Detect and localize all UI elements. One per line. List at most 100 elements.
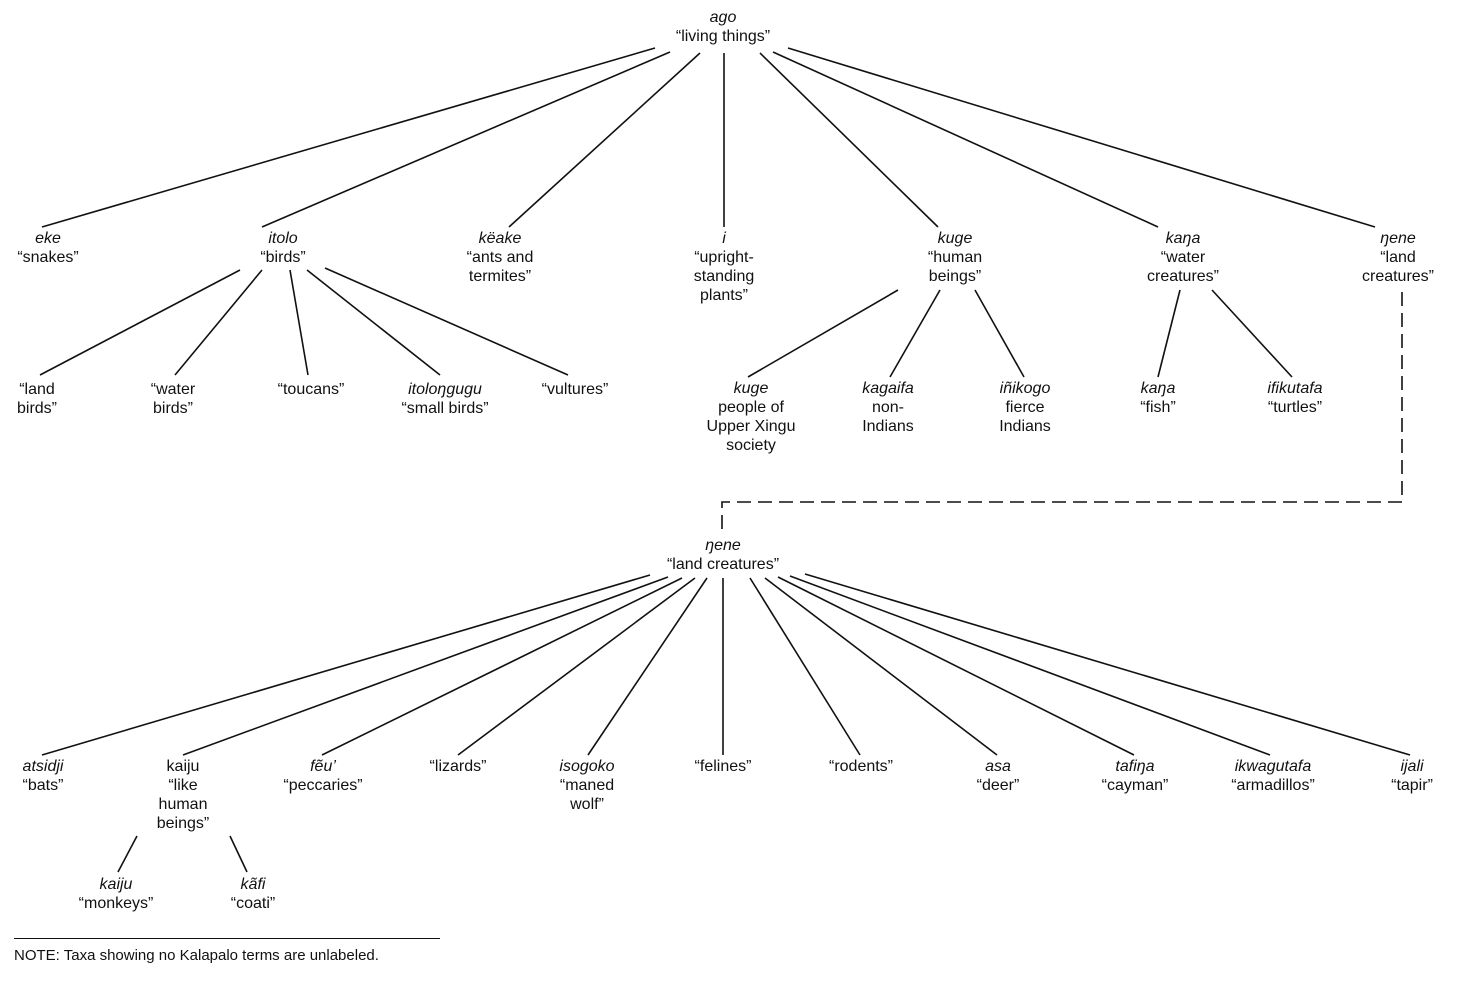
edge-kaiju-monkeys — [117, 835, 138, 873]
node-term: ŋene — [1380, 230, 1416, 247]
node-armadillos: ikwagutafa “armadillos” — [1231, 757, 1315, 795]
node-gloss: “tapir” — [1391, 777, 1433, 794]
node-land-root: ŋene “land creatures” — [667, 536, 779, 574]
edge-kuge-inikogo — [974, 289, 1025, 378]
root-term: ago — [709, 9, 737, 26]
node-gloss: human — [158, 796, 208, 813]
edge-itolo-toucans — [289, 269, 309, 376]
node-gloss: creatures” — [1361, 268, 1435, 285]
note-divider — [14, 938, 440, 939]
node-keake: këake “ants and termites” — [467, 229, 534, 286]
edge-itolo-land-birds — [39, 269, 241, 376]
node-tapir: ijali “tapir” — [1391, 757, 1433, 795]
node-kuge: kuge “human beings” — [928, 229, 982, 286]
edge-nene-cayman — [777, 576, 1135, 756]
node-gloss: standing — [693, 268, 755, 285]
node-gloss: “human — [927, 249, 983, 266]
node-term: ijali — [1400, 758, 1424, 775]
edge-root-kuge — [759, 52, 939, 228]
edge-root-kana — [772, 51, 1159, 228]
edge-kaiju-coati — [229, 835, 248, 873]
edge-itolo-water-birds — [174, 269, 263, 376]
node-cayman: tafiŋa “cayman” — [1102, 757, 1169, 795]
node-gloss: birds” — [152, 400, 194, 417]
node-gloss: “bats” — [22, 777, 64, 794]
node-gloss: wolf” — [570, 796, 604, 813]
node-gloss: “monkeys” — [78, 895, 154, 912]
node-term: iñikogo — [999, 380, 1051, 397]
edge-kana-turtles — [1211, 289, 1293, 378]
edge-nene-tapir — [804, 573, 1411, 756]
node-gloss: plants” — [699, 287, 749, 304]
node-gloss: creatures” — [1146, 268, 1220, 285]
node-term: eke — [35, 230, 61, 247]
node-term: fẽu’ — [310, 758, 336, 775]
node-gloss: “lizards” — [429, 758, 487, 775]
edge-itolo-small-birds — [306, 269, 441, 376]
edge-nene-bats — [41, 574, 651, 756]
node-gloss: “land — [19, 381, 55, 398]
node-gloss: “water — [1160, 249, 1206, 266]
node-eke: eke “snakes” — [17, 229, 78, 267]
node-vultures: “vultures” — [542, 380, 609, 399]
edge-root-keake — [508, 52, 701, 228]
node-peccaries: fẽu’ “peccaries” — [283, 757, 362, 795]
node-term: itolo — [268, 230, 298, 247]
node-gloss: beings” — [156, 815, 210, 832]
node-term: ifikutafa — [1267, 380, 1323, 397]
node-term: ikwagutafa — [1234, 758, 1312, 775]
node-kagaifa: kagaifa non- Indians — [862, 379, 914, 436]
node-land-birds: “land birds” — [17, 380, 57, 418]
node-term: isogoko — [559, 758, 615, 775]
node-kana: kaŋa “water creatures” — [1147, 229, 1219, 286]
dashed-connector — [721, 292, 1403, 530]
node-inikogo: iñikogo fierce Indians — [999, 379, 1051, 436]
node-term: kãfi — [240, 876, 266, 893]
node-felines: “felines” — [695, 757, 752, 776]
node-gloss: “armadillos” — [1231, 777, 1315, 794]
node-gloss: termites” — [468, 268, 532, 285]
node-lizards: “lizards” — [430, 757, 487, 776]
node-bats: atsidji “bats” — [23, 757, 64, 795]
edge-root-nene — [787, 47, 1376, 228]
node-term: kaŋa — [1165, 230, 1201, 247]
node-gloss: “felines” — [694, 758, 752, 775]
node-gloss: “turtles” — [1267, 399, 1323, 416]
node-monkeys: kaiju “monkeys” — [79, 875, 154, 913]
edge-nene-peccaries — [321, 577, 683, 756]
edge-itolo-vultures — [324, 267, 569, 376]
node-kaiju: kaiju “like human beings” — [157, 757, 209, 833]
land-root-gloss: “land creatures” — [666, 556, 780, 573]
node-itolo: itolo “birds” — [260, 229, 305, 267]
edge-kana-fish — [1157, 289, 1181, 378]
node-coati: kãfi “coati” — [231, 875, 275, 913]
node-fish: kaŋa “fish” — [1140, 379, 1176, 417]
edge-root-eke — [41, 47, 656, 228]
node-small-birds: itoloŋgugu “small birds” — [401, 380, 488, 418]
node-gloss: “toucans” — [277, 381, 345, 398]
node-turtles: ifikutafa “turtles” — [1267, 379, 1322, 417]
edge-kuge-kagaifa — [889, 289, 941, 378]
edge-root-itolo — [261, 51, 671, 228]
node-gloss: Indians — [999, 418, 1051, 435]
node-term: atsidji — [22, 758, 64, 775]
node-gloss: “land — [1380, 249, 1416, 266]
edge-nene-rodents — [749, 577, 861, 756]
node-root: ago “living things” — [676, 8, 770, 46]
land-root-term: ŋene — [705, 537, 741, 554]
node-gloss: “like — [168, 777, 198, 794]
node-gloss: fierce — [1005, 399, 1045, 416]
node-gloss: “small birds” — [401, 400, 489, 417]
node-term: tafiŋa — [1115, 758, 1155, 775]
node-term: kuge — [937, 230, 973, 247]
node-gloss: Upper Xingu — [706, 418, 796, 435]
node-gloss: Indians — [862, 418, 914, 435]
node-nene: ŋene “land creatures” — [1362, 229, 1434, 286]
node-gloss: “water — [150, 381, 196, 398]
node-term: kuge — [733, 380, 769, 397]
node-gloss: people of — [718, 399, 784, 416]
node-toucans: “toucans” — [278, 380, 345, 399]
node-term: i — [722, 230, 726, 247]
node-gloss: “snakes” — [17, 249, 79, 266]
